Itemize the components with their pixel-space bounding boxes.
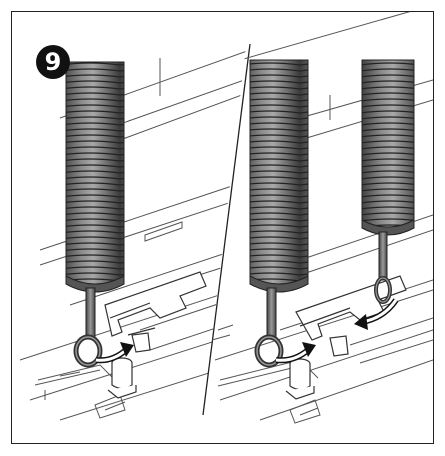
- step-number-badge: 9: [36, 45, 70, 79]
- curved-arrow-icon: [95, 342, 134, 364]
- curved-arrow-icon: [275, 342, 316, 364]
- right-panel: [211, 12, 433, 424]
- left-panel: [19, 49, 250, 421]
- panel-divider: [202, 43, 251, 416]
- curved-arrow-icon: [354, 298, 399, 330]
